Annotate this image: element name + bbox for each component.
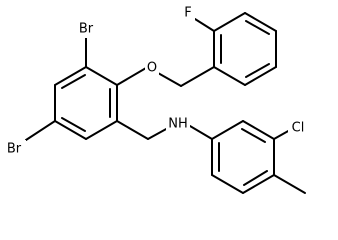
bromine-label: Br	[79, 22, 94, 37]
n-aryl-bond	[189, 125, 213, 140]
c-methyl-bond	[273, 174, 306, 194]
label-halo	[145, 59, 159, 77]
ring-c-double-bond	[241, 128, 266, 143]
ch2-aryl-bond	[180, 66, 215, 87]
ring-a-bond	[85, 120, 118, 140]
label-halo	[74, 20, 98, 38]
c-ch2-bond	[116, 120, 149, 140]
bond-layer	[25, 12, 306, 194]
ring-b-bond	[244, 12, 277, 32]
c-br-bond	[25, 120, 56, 141]
chemical-structure-diagram: Br Br F O NH Cl	[2, 4, 308, 194]
ring-c-bond	[211, 174, 244, 194]
bromine-label: Br	[7, 142, 22, 157]
label-halo	[288, 119, 308, 137]
ring-c-bond	[242, 120, 275, 140]
ring-b-double-bond	[245, 20, 270, 35]
ring-a-bond	[54, 120, 87, 140]
c-o-bond	[116, 67, 147, 86]
c-f-bond	[194, 18, 215, 32]
label-halo	[166, 115, 190, 133]
ring-a-bond	[54, 66, 87, 86]
ring-b-double-bond	[245, 63, 270, 78]
label-halo	[2, 140, 26, 158]
fluorine-label: F	[184, 6, 191, 21]
amine-label: NH	[168, 117, 188, 132]
ring-b-bond	[213, 66, 246, 86]
ring-a-double-bond	[61, 74, 86, 89]
o-ch2-bond	[157, 72, 182, 87]
c-cl-bond	[273, 129, 291, 140]
ch2-n-bond	[147, 127, 169, 140]
ring-b-bond	[244, 66, 277, 86]
ring-c-double-bond	[243, 170, 268, 186]
chlorine-label: Cl	[292, 121, 305, 136]
oxygen-label: O	[147, 61, 157, 76]
ring-a-bond	[85, 66, 118, 86]
ring-b-bond	[213, 12, 246, 32]
label-halo	[181, 4, 195, 22]
ring-a-double-bond	[61, 117, 86, 132]
ring-c-bond	[211, 120, 244, 140]
atom-label-layer: Br Br F O NH Cl	[2, 4, 308, 158]
ring-c-bond	[242, 174, 275, 194]
